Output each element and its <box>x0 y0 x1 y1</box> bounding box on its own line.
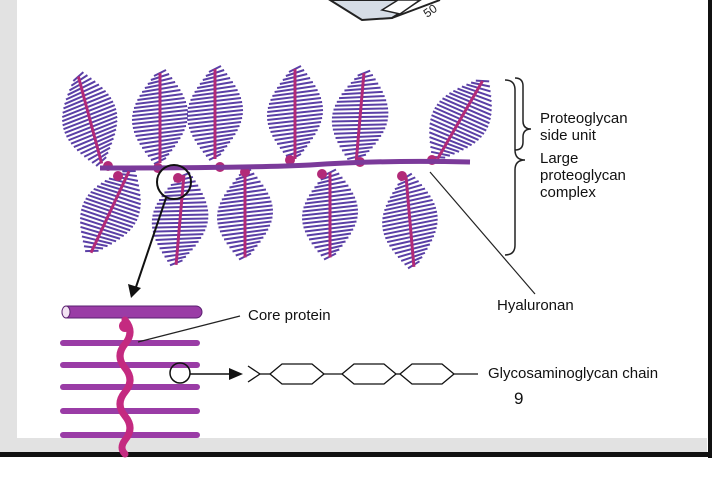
collagen-box-fragment <box>328 0 441 22</box>
sugar-ring <box>340 363 398 385</box>
slide-bottom-border <box>0 452 712 457</box>
core-protein-label: Core protein <box>248 307 331 324</box>
proteoglycan-side-unit <box>381 172 438 270</box>
proteoglycan-side-unit <box>216 168 274 261</box>
large-complex-label: Large proteoglycan complex <box>540 150 626 201</box>
hyaluronan-backbone <box>99 158 471 171</box>
proteoglycan-side-unit <box>428 79 493 160</box>
gag-arrowhead <box>229 368 243 380</box>
glycosaminoglycan-chain-label: Glycosaminoglycan chain <box>488 365 659 382</box>
proteoglycan-side-unit <box>131 69 189 165</box>
box-number-label: 50 <box>421 1 440 20</box>
large-complex-text: Large proteoglycan complex <box>540 150 626 201</box>
proteoglycan-side-unit-text: Proteoglycan side unit <box>540 110 628 144</box>
link-protein-knob <box>173 173 183 183</box>
proteoglycan-side-unit <box>79 170 141 254</box>
gag-bar <box>60 362 200 368</box>
proteoglycan-side-unit <box>331 69 389 165</box>
page-number: 9 <box>514 389 524 408</box>
proteoglycan-side-unit <box>61 71 118 167</box>
sugar-ring <box>398 363 456 385</box>
link-protein-knob <box>113 171 123 181</box>
complex-brace <box>504 79 526 256</box>
proteoglycan-side-unit <box>266 65 324 161</box>
zoom-arrow-line <box>134 197 167 291</box>
glycosidic-bond <box>247 373 261 383</box>
enlarged-core-detail <box>60 305 203 458</box>
gag-zoom-circle <box>169 362 191 384</box>
glycosaminoglycan-chain-hexagons <box>247 363 478 385</box>
proteoglycan-side-unit <box>186 65 244 161</box>
link-protein-knob <box>317 169 327 179</box>
glycosidic-bond <box>247 365 261 375</box>
side-unit-brace <box>514 77 532 151</box>
core-protein-leader-line <box>137 315 241 343</box>
slide-right-border <box>708 0 712 458</box>
sugar-ring <box>268 363 326 385</box>
link-protein-knob <box>397 171 407 181</box>
proteoglycan-side-unit-label: Proteoglycan side unit <box>540 110 628 144</box>
link-protein-knob <box>285 155 295 165</box>
hyaluronan-leader-line <box>429 171 536 295</box>
zoom-arrowhead <box>128 284 141 298</box>
left-gray-panel <box>0 0 17 452</box>
bottom-gray-strip <box>17 438 707 452</box>
zoom-circle <box>156 164 192 200</box>
gag-bar <box>60 408 200 414</box>
proteoglycan-side-unit <box>301 168 359 261</box>
hyaluronan-label: Hyaluronan <box>497 297 574 314</box>
